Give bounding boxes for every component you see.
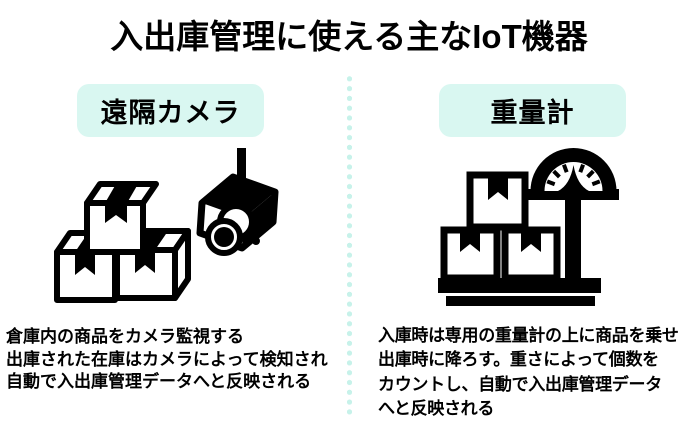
remote-camera-badge-label: 遠隔カメラ [100, 98, 241, 128]
description-line: 倉庫内の商品をカメラ監視する [6, 327, 244, 346]
weight-scale-description: 入庫時は専用の重量計の上に商品を乗せ 出庫時に降ろす。重さによって個数を カウン… [378, 324, 679, 422]
description-line: へと反映される [378, 399, 495, 419]
remote-camera-badge: 遠隔カメラ [77, 84, 264, 137]
weight-scale-badge: 重量計 [439, 84, 626, 137]
surveillance-camera-icon [196, 148, 279, 256]
remote-camera-description: 倉庫内の商品をカメラ監視する 出庫された在庫はカメラによって検知され 自動で入出… [6, 326, 328, 394]
description-line: 出庫時に降ろす。重さによって個数を [378, 350, 659, 370]
weight-scale-badge-label: 重量計 [490, 98, 575, 128]
page-title: 入出庫管理に使える主なIoT機器 [110, 18, 588, 55]
description-line: カウントし、自動で入出庫管理データ [378, 374, 662, 394]
description-line: 出庫された在庫はカメラによって検知され [6, 349, 328, 369]
dotted-divider [346, 74, 353, 419]
description-line: 自動で入出庫管理データへと反映される [6, 372, 312, 391]
description-line: 入庫時は専用の重量計の上に商品を乗せ [378, 326, 679, 345]
boxes-on-platform-scale-icon [438, 148, 619, 306]
boxes-and-surveillance-camera-icon [54, 148, 279, 303]
stacked-boxes-icon [54, 181, 191, 303]
platform-scale-icon [438, 148, 619, 306]
stacked-boxes-icon [440, 171, 561, 282]
